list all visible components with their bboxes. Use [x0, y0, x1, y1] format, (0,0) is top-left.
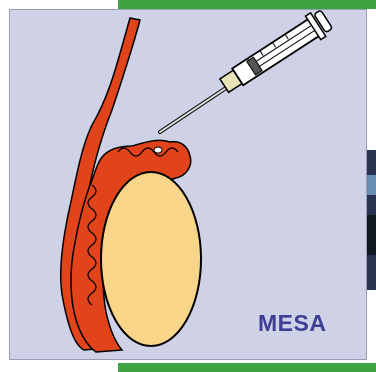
procedure-label: MESA — [258, 312, 326, 335]
needle-icon — [160, 88, 226, 132]
puncture-site — [154, 147, 162, 153]
testis — [101, 172, 201, 346]
syringe-icon — [217, 7, 335, 97]
